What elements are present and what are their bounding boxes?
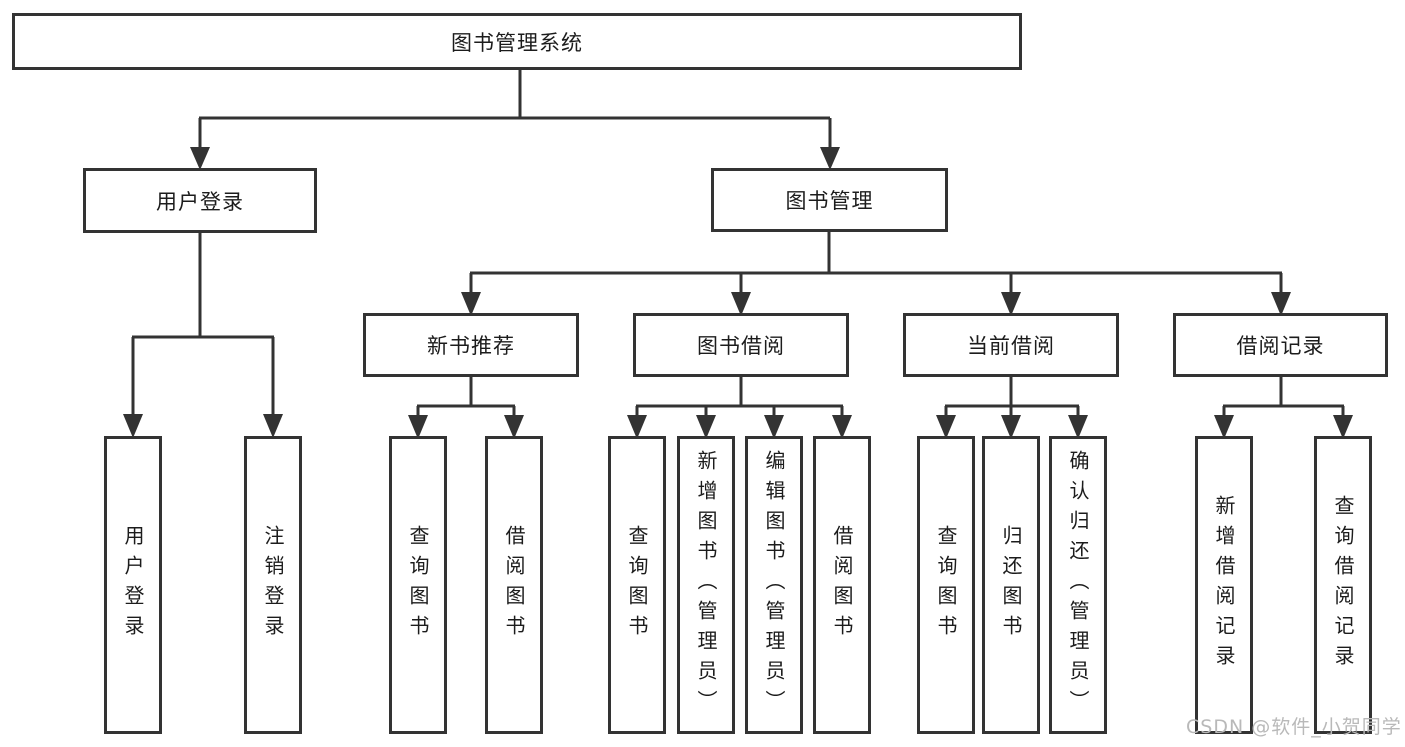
leaf-add-borrow-record: 新增借阅记录 — [1195, 436, 1253, 734]
node-borrow-records: 借阅记录 — [1173, 313, 1388, 377]
node-book-management: 图书管理 — [711, 168, 948, 232]
leaf-query-borrow-record: 查询借阅记录 — [1314, 436, 1372, 734]
leaf-confirm-return-admin: 确认归还（管理员） — [1049, 436, 1107, 734]
leaf-query-books-borrow: 查询图书 — [608, 436, 666, 734]
node-new-book-recommend: 新书推荐 — [363, 313, 579, 377]
leaf-edit-book-admin: 编辑图书（管理员） — [745, 436, 803, 734]
leaf-query-books-current: 查询图书 — [917, 436, 975, 734]
leaf-user-login: 用户登录 — [104, 436, 162, 734]
node-current-borrow: 当前借阅 — [903, 313, 1119, 377]
csdn-watermark: CSDN @软件_小贺同学 — [1186, 716, 1402, 738]
leaf-add-book-admin: 新增图书（管理员） — [677, 436, 735, 734]
leaf-borrow-books-recommend: 借阅图书 — [485, 436, 543, 734]
leaf-query-books-recommend: 查询图书 — [389, 436, 447, 734]
node-book-borrow: 图书借阅 — [633, 313, 849, 377]
node-user-login: 用户登录 — [83, 168, 317, 233]
leaf-borrow-books: 借阅图书 — [813, 436, 871, 734]
node-library-management-system: 图书管理系统 — [12, 13, 1022, 70]
leaf-logout-login: 注销登录 — [244, 436, 302, 734]
leaf-return-book: 归还图书 — [982, 436, 1040, 734]
